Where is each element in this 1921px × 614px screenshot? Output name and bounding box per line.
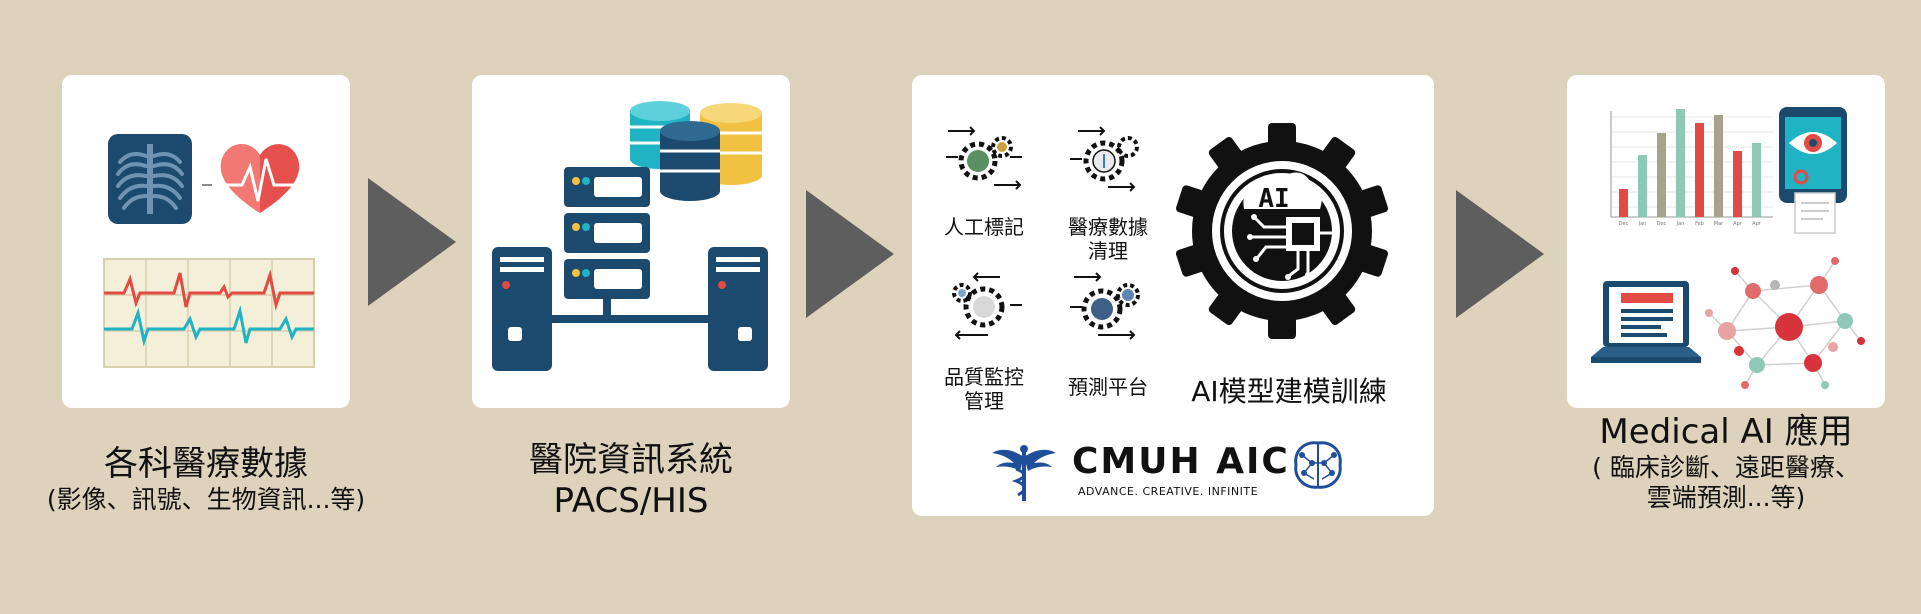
chart-icon-tick: Mar	[1714, 221, 1724, 227]
brain-network-icon	[1294, 441, 1342, 489]
task-label-annotation: 人工標記	[932, 215, 1036, 239]
caduceus-icon	[992, 445, 1056, 501]
chart-icon-bar	[1657, 133, 1666, 217]
medical-data-caption: 各科醫療數據 (影像、訊號、生物資訊...等)	[10, 444, 402, 515]
flow-arrow-2	[806, 190, 894, 318]
ai-model-training-label: AI模型建模訓練	[1191, 375, 1387, 408]
annotation-gear-icon	[946, 126, 1022, 190]
task-label-annotation-line1: 人工標記	[944, 215, 1024, 239]
ai-gear-text: AI	[1258, 184, 1289, 214]
chart-icon-bar	[1638, 155, 1647, 217]
task-label-data-cleaning: 醫療數據 清理	[1056, 215, 1160, 263]
task-label-quality-control-line2: 管理	[964, 389, 1004, 413]
ai-gear-icon: AI	[1175, 123, 1389, 339]
logo-tagline: ADVANCE. CREATIVE. INFINITE	[1078, 485, 1259, 498]
eye-tablet-icon	[1779, 107, 1847, 234]
medical-data-subtitle: (影像、訊號、生物資訊...等)	[46, 484, 366, 514]
data-cleaning-gear-icon	[1070, 126, 1139, 192]
server-database-icon	[492, 101, 768, 371]
medical-ai-card: Dec Jan Dec Jan Feb Mar Apr Apr	[1567, 75, 1885, 408]
laptop-report-icon	[1591, 281, 1701, 363]
task-label-quality-control-line1: 品質監控	[944, 365, 1024, 389]
task-label-prediction-platform: 預測平台	[1056, 375, 1160, 399]
medical-ai-subtitle-line1: ( 臨床診斷、遠距醫療、	[1592, 452, 1860, 482]
xray-icon	[108, 134, 192, 224]
chart-icon-bar	[1714, 115, 1723, 217]
chart-icon-tick: Jan	[1676, 221, 1685, 227]
medical-data-card	[62, 75, 350, 408]
medical-ai-subtitle-line2: 雲端預測...等)	[1646, 482, 1806, 512]
medical-ai-title: Medical AI 應用	[1599, 412, 1853, 452]
chart-icon-bar	[1619, 189, 1628, 217]
ai-training-card: 人工標記 醫療數據 清理 品質監控 管理 預測平台 AI AI模型建模訓練 CM…	[912, 75, 1434, 516]
chart-icon-tick: Apr	[1752, 221, 1762, 227]
chart-icon-bar	[1676, 109, 1685, 217]
flow-arrow-3	[1456, 190, 1544, 318]
hospital-system-subtitle: PACS/HIS	[553, 480, 709, 521]
task-label-prediction-platform-line1: 預測平台	[1068, 375, 1148, 399]
medical-data-title: 各科醫療數據	[104, 444, 308, 484]
chart-icon-tick: Apr	[1733, 221, 1743, 227]
chart-icon-tick: Dec	[1619, 221, 1629, 227]
task-label-data-cleaning-line1: 醫療數據	[1068, 215, 1148, 239]
medical-ai-caption: Medical AI 應用 ( 臨床診斷、遠距醫療、 雲端預測...等)	[1560, 412, 1892, 513]
chart-icon-bar	[1752, 143, 1761, 217]
bar-chart-icon: Dec Jan Dec Jan Feb Mar Apr Apr	[1610, 109, 1773, 227]
logo-text: CMUH AIC	[1072, 441, 1290, 482]
task-label-data-cleaning-line2: 清理	[1088, 239, 1128, 263]
hospital-system-caption: 醫院資訊系統 PACS/HIS	[474, 440, 788, 522]
chart-icon-tick: Dec	[1657, 221, 1667, 227]
task-label-quality-control: 品質監控 管理	[932, 365, 1036, 413]
quality-control-gear-icon	[952, 272, 1022, 340]
hospital-system-card	[472, 75, 790, 408]
chart-icon-tick: Feb	[1695, 221, 1704, 227]
prediction-platform-gear-icon	[1070, 272, 1140, 340]
neural-network-icon	[1705, 257, 1865, 389]
chart-icon-bar	[1695, 123, 1704, 217]
ecg-chart-icon	[103, 258, 315, 368]
flow-arrow-1	[368, 178, 456, 306]
chart-icon-bar	[1733, 151, 1742, 217]
chart-icon-tick: Jan	[1638, 221, 1647, 227]
hospital-system-title: 醫院資訊系統	[529, 440, 733, 480]
heart-rate-icon	[202, 144, 308, 213]
